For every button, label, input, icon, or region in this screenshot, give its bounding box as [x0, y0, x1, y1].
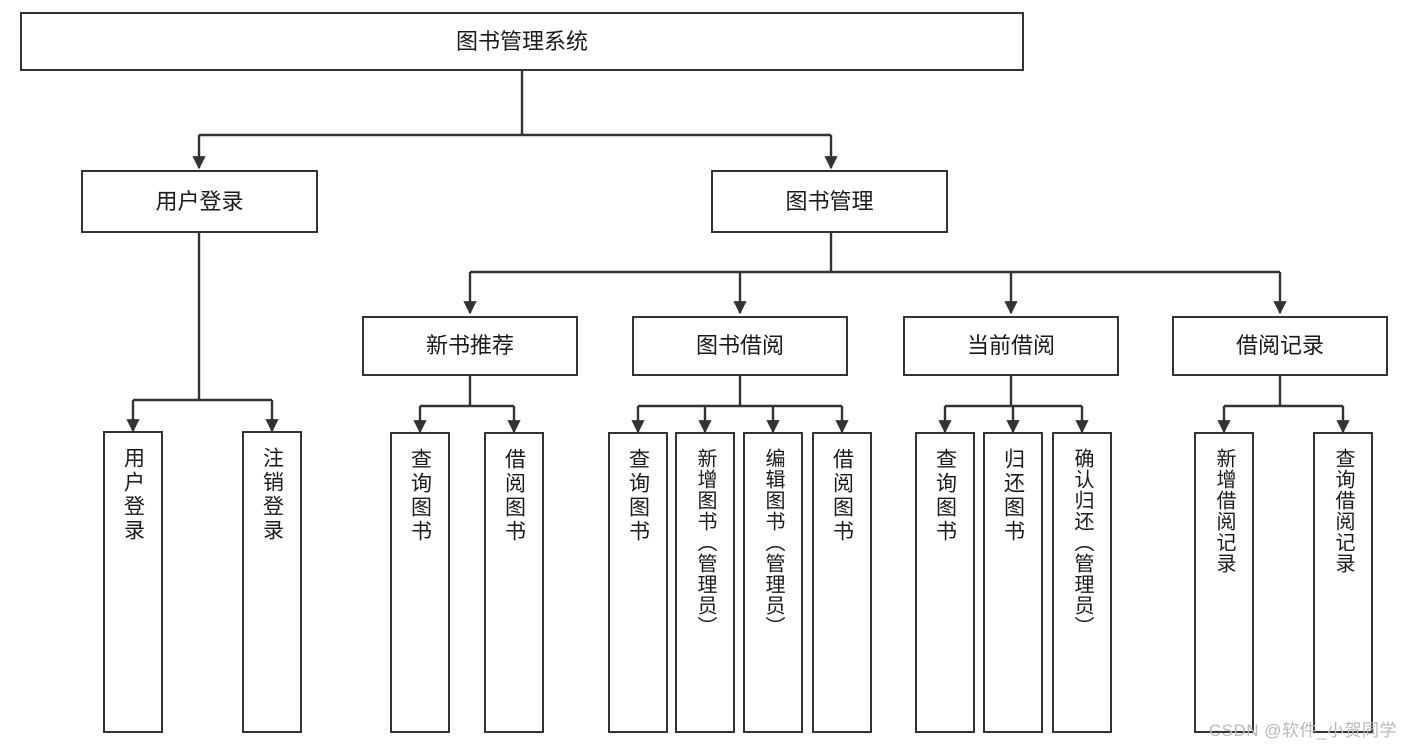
node-book-management-label: 图书管理 — [785, 188, 874, 214]
node-leaf-borrow-query-book-label: 查询图书 — [626, 448, 650, 544]
node-user-login[interactable]: 用户登录 — [81, 170, 318, 233]
node-leaf-add-book-admin-label: 新增图书（管理员） — [694, 448, 716, 637]
node-leaf-newbook-borrow-book[interactable]: 借阅图书 — [484, 432, 544, 733]
node-new-book-recommend[interactable]: 新书推荐 — [362, 316, 578, 376]
csdn-watermark: CSDN @软件_小贺同学 — [1208, 721, 1397, 740]
node-book-management[interactable]: 图书管理 — [711, 170, 948, 233]
node-leaf-newbook-query-book[interactable]: 查询图书 — [390, 432, 450, 733]
node-leaf-edit-book-admin[interactable]: 编辑图书（管理员） — [743, 432, 803, 733]
node-leaf-add-book-admin[interactable]: 新增图书（管理员） — [675, 432, 735, 733]
node-leaf-current-query-book-label: 查询图书 — [933, 448, 957, 544]
node-leaf-edit-book-admin-label: 编辑图书（管理员） — [762, 448, 784, 637]
node-leaf-newbook-borrow-book-label: 借阅图书 — [502, 448, 526, 544]
node-leaf-borrow-query-book[interactable]: 查询图书 — [608, 432, 668, 733]
node-user-login-label: 用户登录 — [155, 188, 244, 214]
node-leaf-borrow-book[interactable]: 借阅图书 — [812, 432, 872, 733]
node-borrow-record-label: 借阅记录 — [1235, 333, 1324, 359]
node-leaf-current-query-book[interactable]: 查询图书 — [915, 432, 975, 733]
node-book-borrow[interactable]: 图书借阅 — [632, 316, 848, 376]
node-new-book-recommend-label: 新书推荐 — [425, 333, 514, 359]
node-leaf-logout-label: 注销登录 — [260, 447, 284, 543]
node-leaf-user-login[interactable]: 用户登录 — [103, 431, 163, 733]
node-leaf-user-login-label: 用户登录 — [121, 447, 145, 543]
node-leaf-add-borrow-record-label: 新增借阅记录 — [1213, 448, 1235, 574]
node-current-borrow-label: 当前借阅 — [966, 333, 1055, 359]
node-leaf-query-borrow-record[interactable]: 查询借阅记录 — [1313, 432, 1373, 733]
node-leaf-confirm-return-admin[interactable]: 确认归还（管理员） — [1052, 432, 1112, 733]
node-leaf-query-borrow-record-label: 查询借阅记录 — [1332, 448, 1354, 574]
node-current-borrow[interactable]: 当前借阅 — [903, 316, 1119, 376]
node-leaf-return-book-label: 归还图书 — [1001, 448, 1025, 544]
node-root-system[interactable]: 图书管理系统 — [20, 12, 1024, 71]
node-book-borrow-label: 图书借阅 — [695, 333, 784, 359]
node-borrow-record[interactable]: 借阅记录 — [1172, 316, 1388, 376]
node-leaf-borrow-book-label: 借阅图书 — [830, 448, 854, 544]
node-leaf-confirm-return-admin-label: 确认归还（管理员） — [1071, 448, 1093, 637]
node-leaf-return-book[interactable]: 归还图书 — [983, 432, 1043, 733]
node-root-system-label: 图书管理系统 — [455, 28, 588, 54]
node-leaf-logout[interactable]: 注销登录 — [242, 431, 302, 733]
node-leaf-newbook-query-book-label: 查询图书 — [408, 448, 432, 544]
node-leaf-add-borrow-record[interactable]: 新增借阅记录 — [1194, 432, 1254, 733]
